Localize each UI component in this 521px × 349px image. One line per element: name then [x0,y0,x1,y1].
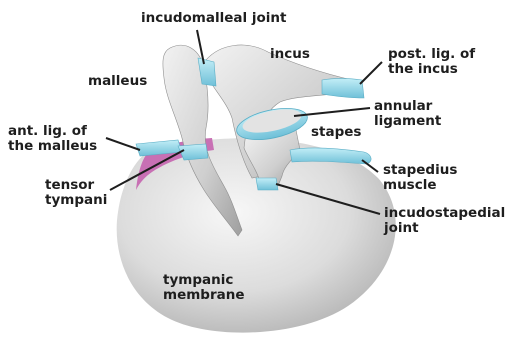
label-incudomalleal-joint: incudomalleal joint [141,11,286,26]
label-stapedius-muscle: stapedius muscle [383,163,457,193]
leader-annular-ligament [294,108,370,116]
label-incudostapedial-joint: incudostapedial joint [384,206,505,236]
label-annular-ligament: annular ligament [374,99,441,129]
label-incus: incus [270,47,310,62]
leader-post-lig-incus [360,62,382,84]
label-post-lig-incus: post. lig. of the incus [388,47,475,77]
post-lig-incus-shape [322,79,364,99]
label-stapes: stapes [311,125,361,140]
label-tensor-tympani: tensor tympani [45,178,107,208]
stapedius-muscle-shape [290,148,371,164]
label-tympanic-membrane: tympanic membrane [163,273,245,303]
label-ant-lig-malleus: ant. lig. of the malleus [8,124,97,154]
incudostapedial-joint-shape [256,178,278,190]
label-malleus: malleus [88,74,147,89]
leader-ant-lig-malleus [106,138,140,150]
